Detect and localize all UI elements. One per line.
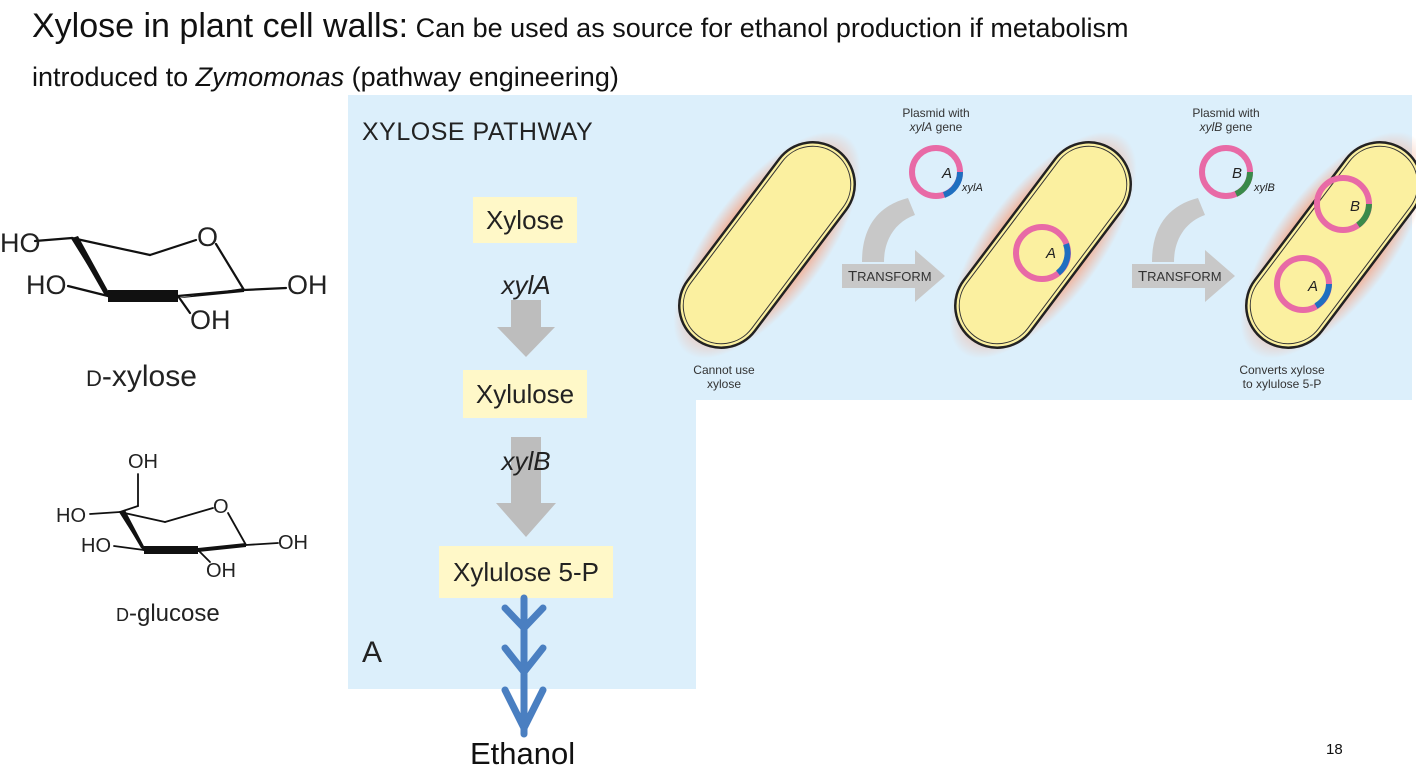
blue-chevron-3	[501, 686, 547, 732]
plasmid-a-caption-suffix: gene	[932, 120, 963, 134]
glucose-label-name: -glucose	[129, 600, 220, 627]
plasmid-a-caption-gene: xylA	[909, 120, 933, 134]
panel-label: A	[362, 636, 383, 669]
xylose-group-left: HO	[26, 270, 67, 300]
pathway-grey-arrows	[496, 300, 556, 537]
ethanol-label: Ethanol	[470, 736, 576, 771]
glucose-group-top-left: HO	[56, 505, 86, 527]
title-rest: Can be used as source for ethanol produc…	[408, 13, 1129, 43]
title-line2-organism: Zymomonas	[195, 62, 345, 92]
transformation-graphics	[662, 125, 1416, 365]
cell-3-caption: Converts xylose to xylulose 5-P	[1222, 363, 1342, 391]
plasmid-a-letter: A	[942, 165, 953, 182]
enzyme-label-xylb: xylB	[501, 446, 551, 476]
plasmid-b-letter-in-cell-3: B	[1350, 198, 1361, 215]
xylose-label: D-xylose	[86, 360, 197, 394]
transform-label-2-first: T	[1138, 268, 1148, 285]
transform-label-1-first: T	[848, 268, 858, 285]
blue-chevron-2	[501, 644, 547, 676]
glucose-group-right: OH	[278, 532, 308, 554]
plasmid-a-free	[909, 145, 964, 199]
step-box-xylulose-5p: Xylulose 5-P	[439, 546, 613, 598]
xylose-structure	[33, 236, 288, 315]
ethanol-blue-arrows	[501, 594, 547, 738]
xylose-label-name: -xylose	[101, 360, 197, 393]
title-line2-post: (pathway engineering)	[344, 62, 619, 92]
slide-title: Xylose in plant cell walls: Can be used …	[32, 4, 1402, 104]
plasmid-a-caption: Plasmid with xylA gene	[886, 106, 986, 134]
xylose-group-top-left: HO	[0, 228, 41, 258]
glucose-group-bottom: OH	[206, 560, 236, 582]
cell-3-caption-line1: Converts xylose	[1239, 363, 1325, 377]
cell-1-caption-line2: xylose	[706, 377, 741, 391]
title-main: Xylose in plant cell walls:	[32, 7, 409, 45]
plasmid-b-caption-gene: xylB	[1199, 120, 1223, 134]
bacterial-cell-2	[938, 125, 1148, 365]
enzyme-label-xyla: xylA	[501, 270, 551, 300]
glucose-group-top: OH	[128, 451, 158, 473]
cell-1-caption-line1: Cannot use	[693, 363, 755, 377]
plasmid-b-caption: Plasmid with xylB gene	[1176, 106, 1276, 134]
bacterial-cell-1	[662, 125, 872, 365]
plasmid-a-letter-in-cell-3: A	[1308, 278, 1319, 295]
transform-label-1-rest: RANSFORM	[857, 269, 932, 284]
title-line2-pre: introduced to	[32, 62, 196, 92]
glucose-label-prefix: D	[116, 605, 129, 625]
transform-arrow-2	[1132, 198, 1235, 302]
transform-label-2-rest: RANSFORM	[1147, 269, 1222, 284]
xylose-ring-oxygen: O	[197, 222, 219, 252]
xylose-label-prefix: D	[86, 366, 102, 391]
xylose-group-right: OH	[287, 270, 328, 300]
plasmid-a-in-cell-2	[1013, 224, 1071, 282]
plasmid-b-caption-line1: Plasmid with	[1192, 106, 1260, 120]
page-number: 18	[1326, 741, 1343, 758]
plasmid-a-letter-in-cell-2: A	[1046, 245, 1057, 262]
blue-chevron-1	[501, 604, 547, 632]
plasmid-b-in-cell-3	[1314, 175, 1372, 233]
bacterial-cell-3	[1229, 125, 1416, 365]
plasmid-b-caption-suffix: gene	[1222, 120, 1253, 134]
glucose-ring-oxygen: O	[213, 496, 229, 518]
pathway-title: XYLOSE PATHWAY	[362, 118, 594, 146]
step-box-xylose: Xylose	[473, 197, 577, 243]
step-box-xylulose: Xylulose	[463, 370, 587, 418]
glucose-group-left: HO	[81, 535, 111, 557]
transform-arrow-1	[842, 198, 945, 302]
plasmid-a-gene-label: xylA	[962, 182, 983, 194]
cell-1-caption: Cannot use xylose	[674, 363, 774, 391]
glucose-structure	[89, 473, 279, 563]
transform-label-1: TRANSFORM	[848, 268, 932, 285]
cell-3-caption-line2: to xylulose 5-P	[1242, 377, 1322, 391]
glucose-label: D-glucose	[116, 600, 220, 628]
plasmid-b-free	[1199, 145, 1254, 199]
xylose-group-bottom: OH	[190, 305, 231, 335]
plasmid-a-caption-line1: Plasmid with	[902, 106, 970, 120]
plasmid-b-gene-label: xylB	[1254, 182, 1275, 194]
grey-arrow-1	[497, 300, 555, 357]
plasmid-b-letter: B	[1232, 165, 1243, 182]
transform-label-2: TRANSFORM	[1138, 268, 1222, 285]
grey-arrow-2	[496, 437, 556, 537]
plasmid-a-in-cell-3	[1274, 255, 1332, 313]
